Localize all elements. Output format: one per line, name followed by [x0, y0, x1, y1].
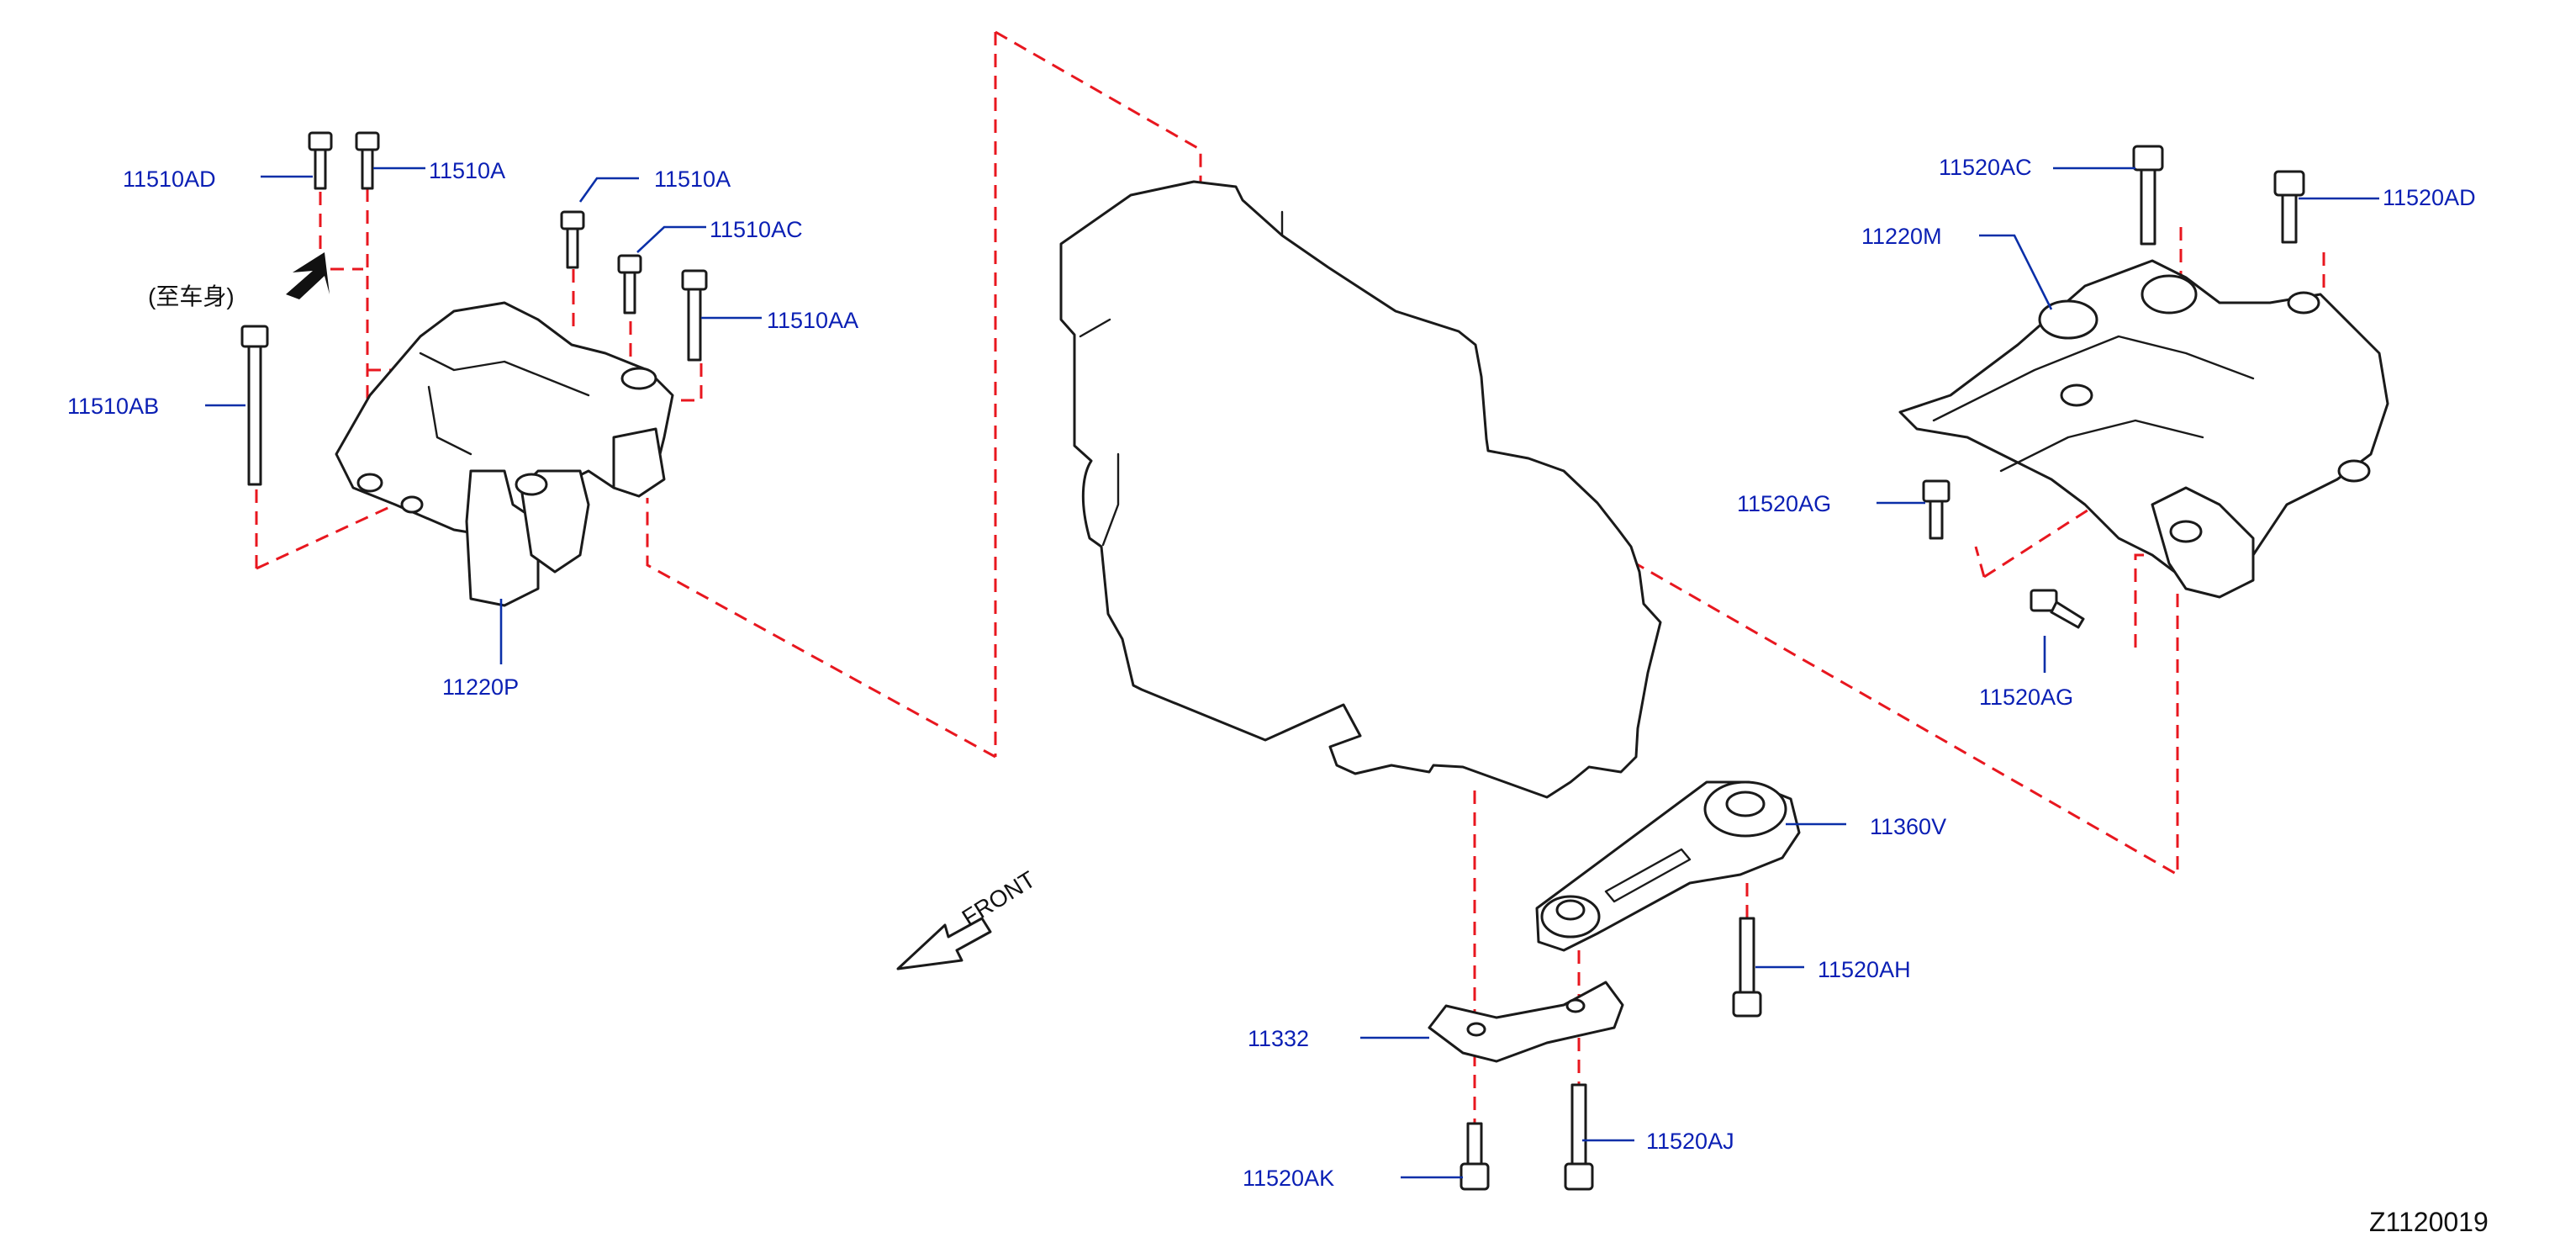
bolt-11510a-1 — [355, 131, 380, 190]
part-labels: 11510AD 11510A 11510A 11510AC 11510AA 11… — [67, 155, 2476, 1191]
label-11510ac: 11510AC — [710, 217, 803, 242]
bolt-11520ag-2 — [2030, 589, 2085, 629]
label-11520ac: 11520AC — [1939, 155, 2032, 180]
bolt-11510ab — [240, 325, 269, 486]
bolt-11520ag-1 — [1922, 479, 1950, 540]
bolt-11520ah — [1732, 917, 1762, 1018]
front-arrow — [896, 917, 992, 970]
bolt-11520ad — [2273, 170, 2305, 244]
label-11520ag-2: 11520AG — [1979, 685, 2073, 710]
label-11520aj: 11520AJ — [1646, 1129, 1734, 1154]
diagram-code: Z1120019 — [2369, 1207, 2489, 1237]
label-11520ak: 11520AK — [1243, 1166, 1334, 1191]
torque-rod — [1535, 780, 1801, 952]
front-arrow-icon — [896, 917, 992, 970]
bolt-11510ad — [308, 131, 333, 190]
label-11520ag-1: 11520AG — [1737, 491, 1831, 516]
bolt-11520ac — [2132, 145, 2164, 246]
label-11510ad: 11510AD — [123, 167, 216, 192]
bolt-11510aa — [681, 269, 708, 362]
leader-lines — [205, 167, 2379, 1179]
engine-block — [1059, 180, 1662, 799]
label-11510a-2: 11510A — [654, 167, 731, 192]
bolt-11520ak — [1460, 1122, 1490, 1191]
right-engine-mount — [1898, 259, 2389, 599]
label-11510a-1: 11510A — [429, 158, 505, 183]
label-11520ah: 11520AH — [1818, 957, 1911, 982]
bolt-11510a-2 — [560, 210, 585, 269]
label-11520ad: 11520AD — [2383, 185, 2476, 210]
bolt-11520aj — [1564, 1083, 1594, 1191]
label-11510aa: 11510AA — [767, 308, 858, 333]
label-11332: 11332 — [1248, 1026, 1309, 1051]
label-11510ab: 11510AB — [67, 394, 159, 419]
front-label: FRONT — [958, 866, 1040, 931]
bolts — [240, 131, 2305, 1191]
to-body-arrow — [286, 252, 330, 299]
arrow-icon — [286, 252, 330, 299]
label-11220m: 11220M — [1861, 224, 1942, 249]
bracket — [1428, 981, 1624, 1063]
label-11220p: 11220P — [442, 674, 519, 700]
label-11360v: 11360V — [1870, 814, 1946, 839]
left-engine-mount — [335, 301, 674, 607]
bolt-11510ac — [617, 254, 642, 315]
to-body-label: (至车身) — [148, 283, 235, 309]
